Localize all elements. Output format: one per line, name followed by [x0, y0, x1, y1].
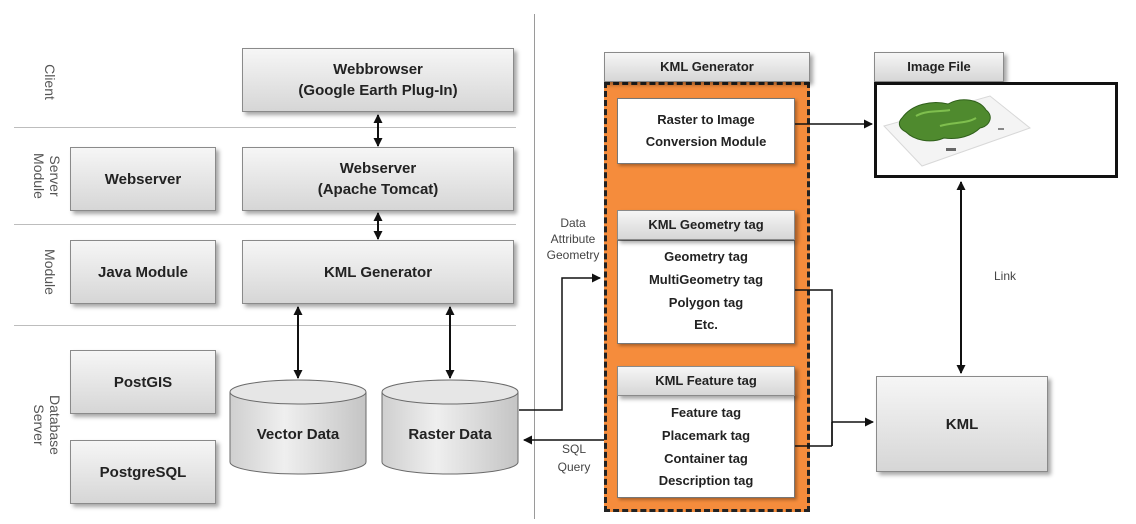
sql-query-label: SQL Query	[548, 440, 600, 476]
vector-data-label: Vector Data	[256, 426, 340, 443]
feature-item-3: Container tag	[664, 450, 748, 466]
postgis-label: PostGIS	[113, 373, 173, 391]
webserver-label: Webserver	[104, 170, 182, 188]
image-file-label: Image File	[907, 58, 971, 74]
postgis-box: PostGIS	[70, 350, 216, 414]
link-label: Link	[993, 269, 1016, 283]
layer-divider-2	[14, 224, 516, 225]
geometry-tag-box: Geometry tag MultiGeometry tag Polygon t…	[617, 240, 795, 344]
kml-generator-label: KML Generator	[323, 263, 433, 281]
vector-data-cylinder	[229, 379, 367, 475]
raster-data-cylinder	[381, 379, 519, 475]
query-label: Query	[557, 460, 591, 474]
feature-item-1: Feature tag	[670, 405, 742, 420]
sql-label: SQL	[561, 442, 586, 456]
geometry-item-2: MultiGeometry tag	[648, 271, 764, 287]
arrow-data-to-generator	[519, 273, 601, 411]
raster-conversion-line1: Raster to Image	[657, 111, 755, 127]
section-divider	[534, 14, 535, 519]
data-label: Data	[560, 216, 586, 230]
kml-generator-title-box: KML Generator	[604, 52, 810, 82]
webserver-subtitle: (Apache Tomcat)	[317, 181, 439, 198]
terrain-map-picture	[883, 95, 1032, 167]
java-module-box: Java Module	[70, 240, 216, 304]
webserver-title: Webserver	[339, 160, 417, 177]
image-file-header: Image File	[874, 52, 1004, 82]
raster-conversion-line2: Conversion Module	[645, 134, 767, 149]
feature-item-2: Placemark tag	[661, 427, 751, 443]
kml-generator-title: KML Generator	[660, 58, 754, 74]
webbrowser-title: Webbrowser	[333, 61, 423, 78]
geometry-label: Geometry	[546, 248, 600, 263]
feature-tag-header: KML Feature tag	[617, 366, 795, 396]
webbrowser-box: Webbrowser (Google Earth Plug-In)	[242, 48, 514, 112]
webserver-box: Webserver (Apache Tomcat)	[242, 147, 514, 211]
raster-conversion-box: Raster to Image Conversion Module	[617, 98, 795, 164]
feature-tag-box: Feature tag Placemark tag Container tag …	[617, 394, 795, 498]
postgresql-label: PostgreSQL	[99, 463, 187, 481]
webbrowser-subtitle: (Google Earth Plug-In)	[298, 82, 458, 99]
geometry-item-1: Geometry tag	[664, 249, 748, 264]
attribute-label: Attribute	[550, 232, 596, 247]
geometry-item-4: Etc.	[694, 317, 718, 333]
raster-data-label: Raster Data	[408, 426, 492, 443]
data-attribute-geometry-label: Data Attribute Geometry	[540, 215, 606, 264]
line-geometry-to-kml	[795, 289, 833, 446]
kml-label: KML	[945, 415, 979, 433]
feature-item-4: Description tag	[658, 473, 754, 489]
kml-box: KML	[876, 376, 1048, 472]
postgresql-box: PostgreSQL	[70, 440, 216, 504]
layer-divider-1	[14, 127, 516, 128]
webserver-label-box: Webserver	[70, 147, 216, 211]
geometry-item-3: Polygon tag	[668, 294, 744, 310]
geometry-tag-title: KML Geometry tag	[648, 216, 764, 232]
feature-tag-title: KML Feature tag	[655, 372, 757, 388]
kml-generator-box: KML Generator	[242, 240, 514, 304]
geometry-tag-header: KML Geometry tag	[617, 210, 795, 240]
layer-divider-3	[14, 325, 516, 326]
java-module-label: Java Module	[97, 263, 189, 281]
